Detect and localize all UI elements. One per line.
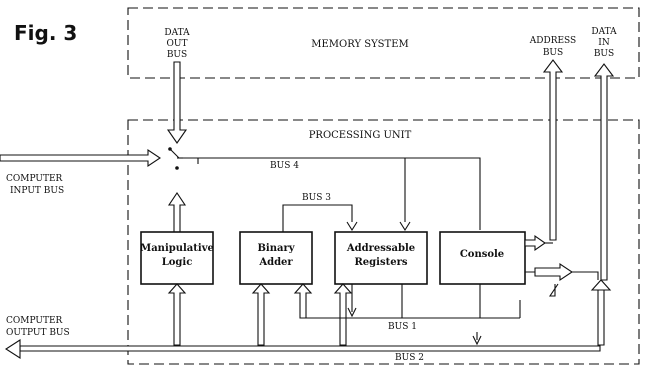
binary-adder-line1: Binary <box>257 243 295 254</box>
memory-system-region <box>127 7 640 79</box>
console-label: Console <box>460 249 504 260</box>
computer-input-line1: COMPUTER <box>6 174 63 184</box>
console-block: Console <box>439 231 526 285</box>
address-bus: ADDRESS BUS <box>529 36 576 241</box>
bus4: BUS 4 <box>183 157 481 232</box>
bus4-label: BUS 4 <box>270 161 299 171</box>
bus2-line <box>19 345 601 352</box>
computer-output-arrowhead <box>4 338 21 360</box>
bus3-arrow <box>346 221 358 232</box>
addressable-registers-block: Addressable Registers <box>334 231 428 285</box>
processing-unit-label: PROCESSING UNIT <box>309 130 412 141</box>
data-out-arrow <box>166 61 188 144</box>
data-out-bus: DATA OUT BUS <box>164 28 190 144</box>
binary-adder-line2: Adder <box>258 257 293 268</box>
computer-output-line1: COMPUTER <box>6 316 63 326</box>
bus1: BUS 1 <box>303 284 521 346</box>
addressable-registers-line1: Addressable <box>346 243 415 254</box>
manipulative-logic-block: Manipulative Logic <box>140 231 214 285</box>
data-in-bus: DATA IN BUS <box>591 27 617 281</box>
bus2-label: BUS 2 <box>395 353 424 363</box>
data-out-line2: OUT <box>167 39 188 49</box>
bus1-label: BUS 1 <box>388 322 417 332</box>
bus4-arrow <box>399 221 411 232</box>
manipulative-logic-line1: Manipulative <box>140 243 214 254</box>
console-address-arrow <box>524 234 546 252</box>
bus3-label: BUS 3 <box>302 193 331 203</box>
data-in-line1: DATA <box>591 27 617 37</box>
data-out-line1: DATA <box>164 28 190 38</box>
computer-input-line2: INPUT BUS <box>10 186 64 196</box>
addressable-registers-line2: Registers <box>355 257 408 268</box>
processing-unit-region <box>127 119 640 365</box>
computer-input-arrow <box>0 148 161 168</box>
address-bus-line1: ADDRESS <box>529 36 576 46</box>
manipulative-logic-line2: Logic <box>162 257 193 268</box>
computer-input-bus: COMPUTER INPUT BUS <box>0 148 161 196</box>
adder-bus2-arrow <box>251 283 271 346</box>
bus3-line <box>282 204 353 232</box>
computer-output-bus: COMPUTER OUTPUT BUS <box>6 316 70 338</box>
address-bus-line2: BUS <box>543 48 563 58</box>
data-in-line3: BUS <box>594 49 614 59</box>
data-in-arrow <box>593 63 615 281</box>
input-selector-switch <box>168 147 183 170</box>
data-in-bus-tap <box>597 290 605 346</box>
computer-output-line2: OUTPUT BUS <box>6 328 70 338</box>
registers-bus2-arrow <box>333 283 353 346</box>
binary-adder-block: Binary Adder <box>239 231 313 285</box>
memory-system-label: MEMORY SYSTEM <box>311 39 409 50</box>
bus4-line <box>183 157 481 230</box>
bus3: BUS 3 <box>282 193 358 232</box>
data-out-line3: BUS <box>167 50 187 60</box>
address-bus-arrow <box>542 59 564 241</box>
data-in-line2: IN <box>598 38 610 48</box>
console-data-in-arrow <box>534 262 573 282</box>
bus2: BUS 2 <box>4 338 601 363</box>
switch-to-logic-arrow <box>167 192 187 233</box>
logic-output-arrow <box>167 283 187 346</box>
figure-label: Fig. 3 <box>14 21 77 45</box>
adder-bus1-arrow <box>293 283 313 319</box>
